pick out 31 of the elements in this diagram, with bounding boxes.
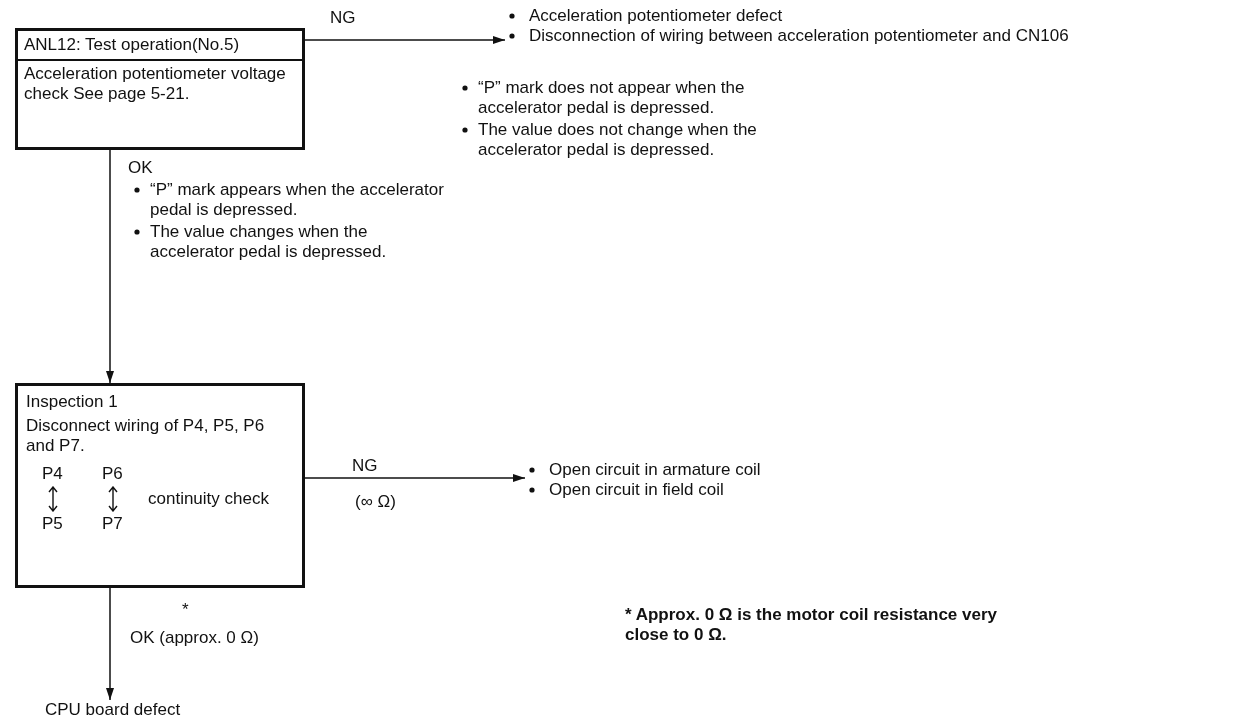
result-text: CPU board defect (45, 700, 182, 720)
arrow (106, 587, 114, 701)
note-text: “P” mark does not appear when the accelerator pedal is depressed. (478, 78, 746, 118)
footnote: * Approx. 0 Ω is the motor coil resistance very close to 0 Ω. (625, 605, 999, 645)
box-text: P5 (42, 514, 64, 534)
edge-label: NG (352, 456, 378, 476)
result-text: Open circuit in field coil (549, 480, 725, 500)
note-text: * (182, 600, 189, 620)
box-text: Disconnect wiring of P4, P5, P6 and P7. (26, 416, 266, 456)
note-text: (∞ Ω) (355, 492, 396, 512)
edge-label: NG (330, 8, 356, 28)
edge-label: OK (approx. 0 Ω) (130, 628, 259, 648)
box-body-text: Acceleration potentiometer voltage check See page 5-21. (23, 63, 287, 105)
arrow (304, 474, 526, 482)
note-text: The value changes when the accelerator pedal is depressed. (150, 222, 388, 262)
box-text: continuity check (148, 489, 270, 509)
arrow (106, 149, 114, 384)
box-text: P6 (102, 464, 124, 484)
box-text: P4 (42, 464, 64, 484)
note-text: The value does not change when the accelerator pedal is depressed. (478, 120, 758, 160)
box-heading: Inspection 1 (26, 392, 119, 412)
arrow (304, 36, 506, 44)
note-text: “P” mark appears when the accelerator pedal is depressed. (150, 180, 445, 220)
edge-label: OK (128, 158, 153, 178)
result-text: Open circuit in armature coil (549, 460, 762, 480)
process-box (15, 28, 305, 150)
box-text: P7 (102, 514, 124, 534)
box-heading: ANL12: Test operation(No.5) (18, 31, 302, 61)
result-text: Disconnection of wiring between acceleration potentiometer and CN106 (529, 26, 1070, 46)
process-box (15, 383, 305, 588)
result-text: Acceleration potentiometer defect (529, 6, 784, 26)
